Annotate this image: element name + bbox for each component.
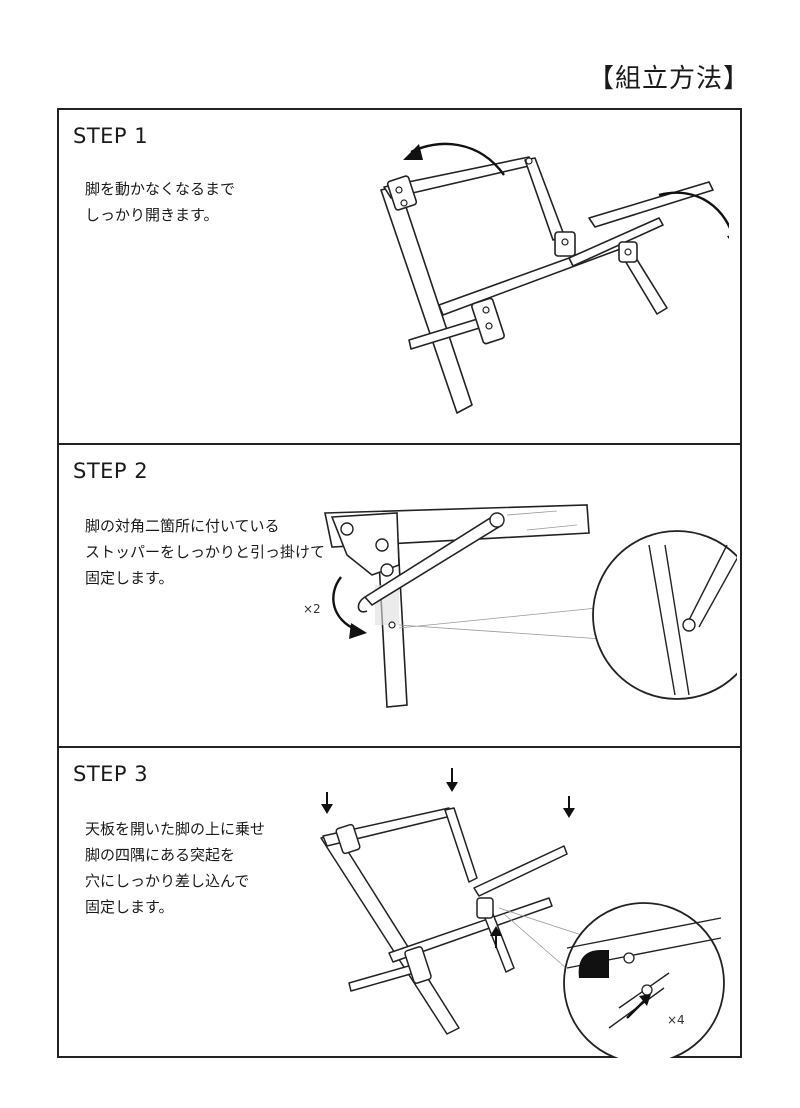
step-1-panel: STEP 1 脚を動かなくなるまで しっかり開きます。 [59, 110, 740, 443]
rivet [400, 199, 408, 207]
zoom-stopper [688, 544, 737, 628]
arrow-down-icon [446, 768, 458, 792]
zoom-end-cap [578, 950, 609, 978]
zoom-leg [648, 544, 690, 696]
arrow-head [639, 994, 651, 1006]
arrow-up-icon [490, 926, 502, 948]
rivet [624, 248, 632, 256]
right-upright [524, 157, 565, 241]
right-upright [444, 807, 478, 883]
stopper-pivot [489, 512, 505, 528]
rivet [561, 238, 569, 246]
detail-zoom [563, 902, 725, 1058]
step-3-panel: STEP 3 天板を開いた脚の上に乗せ 脚の四隅にある突起を 穴にしっかり差し込… [59, 746, 740, 1058]
detail-zoom [592, 530, 737, 700]
zoom-hole [623, 952, 635, 964]
step-2-panel: STEP 2 脚の対角二箇所に付いている ストッパーをしっかりと引っ掛けて 固定… [59, 443, 740, 746]
arrow-curved-icon [332, 576, 358, 632]
step-3-multiplier: ×4 [667, 1013, 685, 1027]
rivet [525, 157, 533, 165]
hinge-plate [476, 897, 494, 919]
leg-left [320, 833, 460, 1035]
arrow-down-icon [321, 792, 333, 814]
rivet [395, 186, 403, 194]
step-1-text: 脚を動かなくなるまで しっかり開きます。 [85, 180, 236, 224]
step-1-illustration [380, 142, 729, 414]
swing-leg-lower [568, 217, 664, 267]
hinge-plate [386, 175, 418, 211]
step-2-label: STEP 2 [73, 459, 149, 483]
rivet [340, 522, 354, 536]
step-2-multiplier: ×2 [303, 602, 321, 616]
arrow-up-icon [626, 999, 646, 1019]
rivet [380, 563, 394, 577]
rivet [375, 538, 389, 552]
step-2-text: 脚の対角二箇所に付いている ストッパーをしっかりと引っ掛けて 固定します。 [85, 517, 326, 587]
arrow-head [403, 144, 423, 160]
zoom-pin [682, 618, 696, 632]
step-3-text: 天板を開いた脚の上に乗せ 脚の四隅にある突起を 穴にしっかり差し込んで 固定しま… [85, 820, 266, 916]
swing-leg [588, 181, 714, 228]
swing-leg [473, 845, 568, 897]
step-3-illustration: ×4 [320, 768, 725, 1058]
hinge-plate [335, 823, 361, 855]
arrow-down-icon [563, 796, 575, 818]
instruction-frame: STEP 1 脚を動かなくなるまで しっかり開きます。 [57, 108, 742, 1058]
hinge-plate [471, 297, 505, 345]
step-1-label: STEP 1 [73, 124, 149, 148]
page-title: 【組立方法】 [587, 64, 750, 94]
step-2-illustration: ×2 [303, 504, 737, 708]
arrow-head [349, 623, 367, 639]
arrow-head [727, 235, 729, 240]
rail-texture [506, 510, 578, 531]
stopper-hook [357, 596, 368, 613]
zoom-peg [641, 984, 653, 996]
hinge-plate [404, 946, 432, 984]
bottom-rail [388, 897, 553, 963]
callout-line [398, 604, 628, 641]
step-3-label: STEP 3 [73, 762, 149, 786]
rivet [485, 322, 493, 330]
stopper-pin [388, 621, 396, 629]
arrow-curved-icon [658, 191, 729, 230]
arrow-curved-icon [410, 142, 505, 176]
rivet [482, 306, 490, 314]
